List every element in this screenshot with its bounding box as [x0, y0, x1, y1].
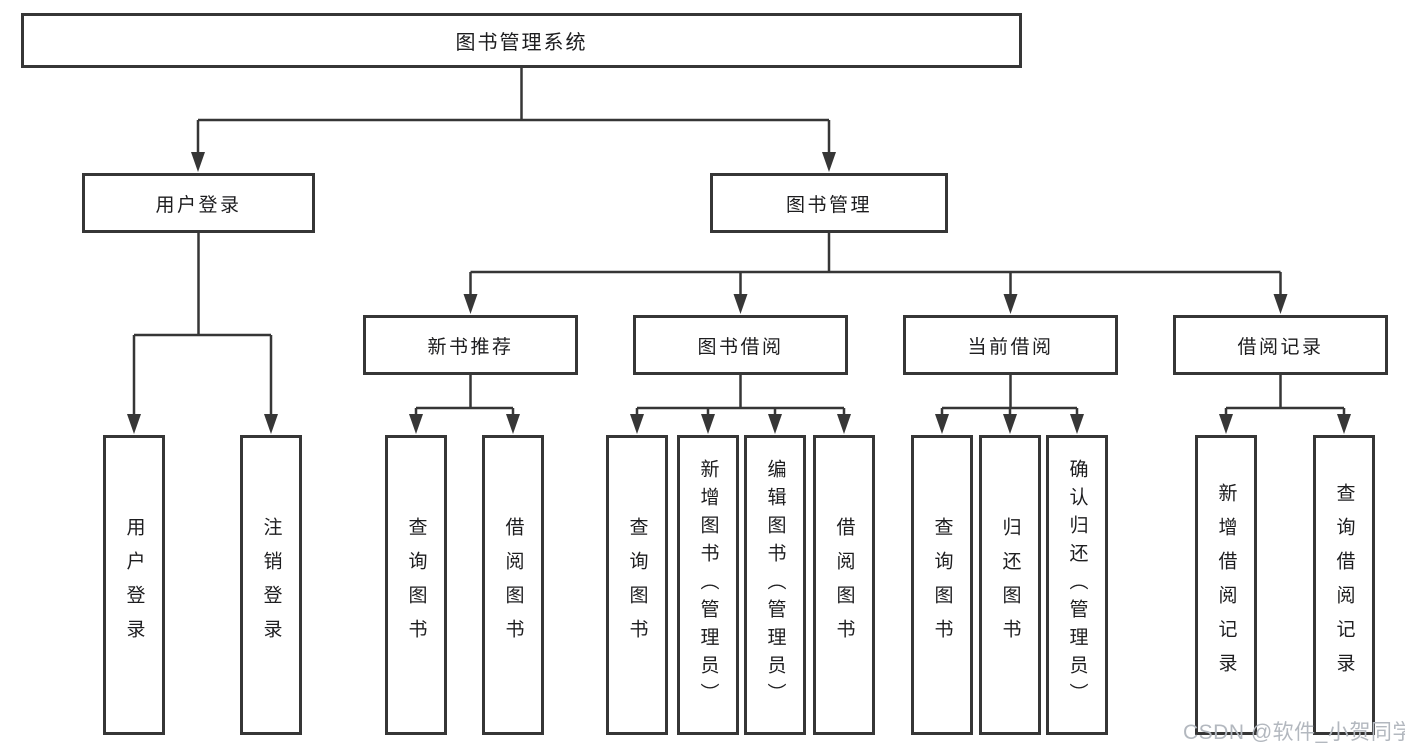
leaf-borrow-books-b: 借阅图书 — [813, 435, 875, 735]
leaf-edit-books-admin: 编辑图书（管理员） — [744, 435, 806, 735]
leaf-return-books: 归还图书 — [979, 435, 1041, 735]
watermark-text: CSDN @软件_小贺同学 — [1183, 721, 1405, 744]
leaf-add-borrow-record: 新增借阅记录 — [1195, 435, 1257, 735]
leaf-query-borrow-record: 查询借阅记录 — [1313, 435, 1375, 735]
leaf-query-books-b: 查询图书 — [606, 435, 668, 735]
leaf-query-books-a: 查询图书 — [385, 435, 447, 735]
node-new-book-recommendation: 新书推荐 — [363, 315, 578, 375]
node-library-system: 图书管理系统 — [21, 13, 1022, 68]
node-user-login: 用户登录 — [82, 173, 315, 233]
leaf-add-books-admin: 新增图书（管理员） — [677, 435, 739, 735]
node-book-management: 图书管理 — [710, 173, 948, 233]
leaf-borrow-books-a: 借阅图书 — [482, 435, 544, 735]
leaf-logout-login: 注销登录 — [240, 435, 302, 735]
node-borrowing-records: 借阅记录 — [1173, 315, 1388, 375]
leaf-user-login: 用户登录 — [103, 435, 165, 735]
leaf-query-books-c: 查询图书 — [911, 435, 973, 735]
node-book-borrowing: 图书借阅 — [633, 315, 848, 375]
leaf-confirm-return-admin: 确认归还（管理员） — [1046, 435, 1108, 735]
node-current-borrowing: 当前借阅 — [903, 315, 1118, 375]
